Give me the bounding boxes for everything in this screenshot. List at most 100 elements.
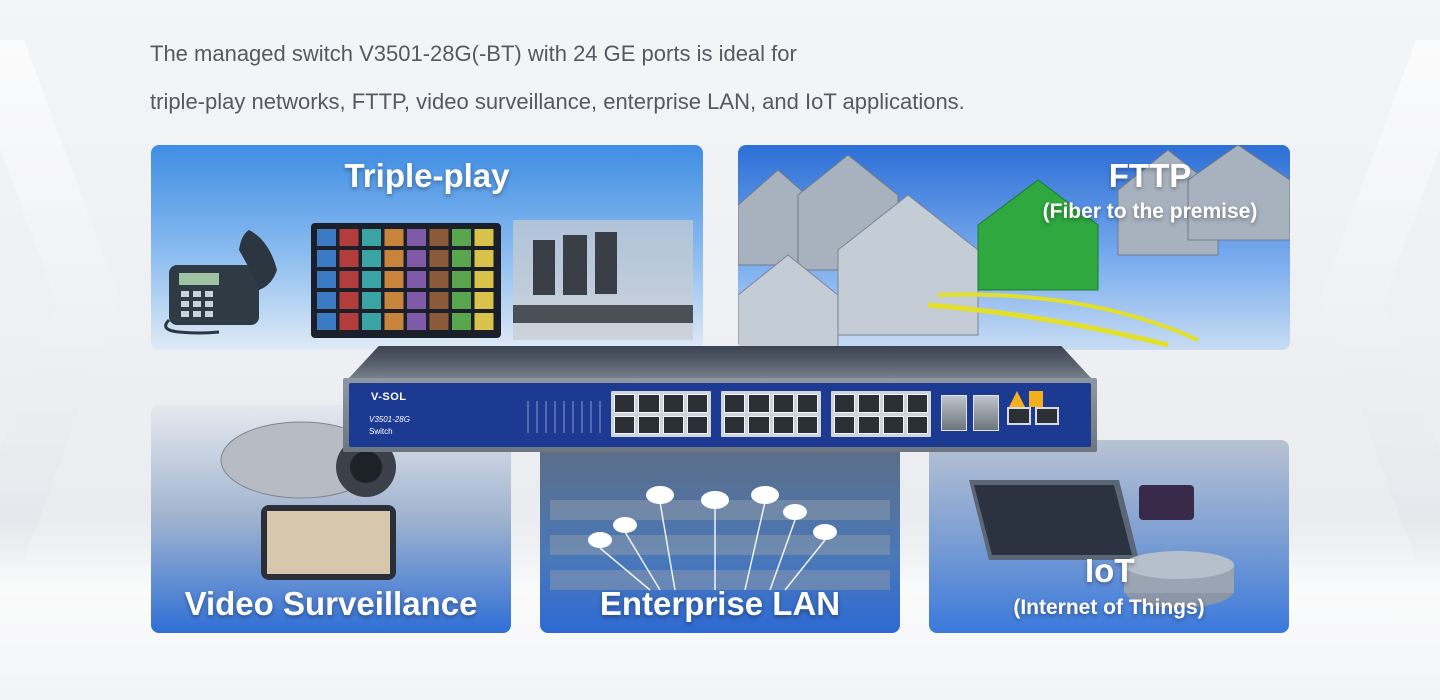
rj45-port bbox=[882, 394, 904, 413]
rj45-port bbox=[724, 394, 746, 413]
console-port bbox=[1035, 407, 1059, 425]
tv-tile bbox=[429, 313, 449, 330]
tv-tile bbox=[384, 229, 404, 246]
tv-tile bbox=[384, 292, 404, 309]
switch-top-cover bbox=[349, 346, 1091, 378]
rj45-port bbox=[686, 394, 708, 413]
cctv-camera-icon bbox=[220, 421, 396, 580]
tv-tile bbox=[474, 313, 494, 330]
houses-illustration bbox=[738, 145, 1290, 350]
tv-tile bbox=[384, 313, 404, 330]
tv-tile bbox=[362, 250, 381, 267]
console-port bbox=[1007, 407, 1031, 425]
rj45-port bbox=[834, 415, 856, 434]
tv-tile bbox=[384, 271, 404, 288]
rj45-port bbox=[638, 394, 660, 413]
fttp-card: FTTP (Fiber to the premise) bbox=[738, 145, 1290, 350]
tv-tile bbox=[452, 313, 471, 330]
tv-tile bbox=[407, 292, 426, 309]
rj45-port bbox=[834, 394, 856, 413]
iot-card: IoT (Internet of Things) bbox=[929, 440, 1289, 633]
tv-tile bbox=[339, 292, 359, 309]
tv-tile bbox=[317, 313, 336, 330]
rj45-port bbox=[724, 415, 746, 434]
enterprise-lan-card: Enterprise LAN bbox=[540, 440, 900, 633]
tv-tile bbox=[339, 229, 359, 246]
switch-port-panel: V-SOL V3501-28G Switch bbox=[349, 383, 1091, 447]
fttp-title: FTTP bbox=[1108, 157, 1192, 194]
tv-tile bbox=[452, 292, 471, 309]
laser-warning-icon bbox=[1009, 391, 1025, 407]
tv-tile bbox=[474, 292, 494, 309]
rj45-port bbox=[906, 394, 928, 413]
tv-tile bbox=[429, 271, 449, 288]
tv-tile bbox=[452, 271, 471, 288]
tv-tile bbox=[384, 250, 404, 267]
rj45-port bbox=[662, 415, 684, 434]
sfp-port bbox=[941, 395, 967, 431]
tv-tile bbox=[474, 271, 494, 288]
rj45-port bbox=[772, 394, 794, 413]
tv-tile bbox=[362, 313, 381, 330]
tv-tile bbox=[429, 292, 449, 309]
iot-title-text: IoT bbox=[1085, 552, 1135, 589]
rj45-port bbox=[638, 415, 660, 434]
tv-tile bbox=[452, 250, 471, 267]
video-surveillance-title: Video Surveillance bbox=[184, 585, 478, 622]
tv-tile bbox=[317, 271, 336, 288]
background-chevron-left bbox=[0, 40, 120, 560]
rj45-port bbox=[748, 394, 770, 413]
tv-tile bbox=[474, 250, 494, 267]
port-group-2 bbox=[721, 391, 821, 437]
tv-tile bbox=[317, 250, 336, 267]
intro-text: The managed switch V3501-28G(-BT) with 2… bbox=[150, 30, 965, 126]
rj45-port bbox=[858, 415, 880, 434]
switch-front-panel: V-SOL V3501-28G Switch bbox=[343, 378, 1097, 452]
video-surveillance-card: Video Surveillance bbox=[151, 405, 511, 633]
port-group-1 bbox=[611, 391, 711, 437]
intro-line-1: The managed switch V3501-28G(-BT) with 2… bbox=[150, 41, 797, 66]
switch-type-label: Switch bbox=[369, 427, 393, 436]
tv-tile bbox=[407, 313, 426, 330]
rj45-port bbox=[796, 415, 818, 434]
tv-tile bbox=[317, 292, 336, 309]
tv-tile bbox=[474, 229, 494, 246]
fttp-subtitle: (Fiber to the premise) bbox=[1042, 200, 1258, 223]
status-leds bbox=[527, 401, 607, 433]
rj45-port bbox=[796, 394, 818, 413]
switch-brand-logo: V-SOL bbox=[371, 391, 407, 403]
network-cloud-icon bbox=[550, 486, 890, 591]
tv-tile bbox=[362, 292, 381, 309]
managed-switch: V-SOL V3501-28G Switch bbox=[343, 346, 1097, 452]
switch-model-label: V3501-28G bbox=[369, 415, 410, 424]
tv-tile bbox=[429, 250, 449, 267]
enterprise-lan-title: Enterprise LAN bbox=[599, 585, 841, 622]
tv-tile bbox=[317, 229, 336, 246]
rj45-port bbox=[748, 415, 770, 434]
rj45-port bbox=[614, 394, 636, 413]
sfp-port bbox=[973, 395, 999, 431]
triple-play-card: Triple-play bbox=[151, 145, 703, 350]
workstation-icon bbox=[513, 220, 693, 340]
laptop-icon bbox=[969, 480, 1234, 608]
tv-tile bbox=[407, 250, 426, 267]
iot-subtitle: (Internet of Things) bbox=[1013, 596, 1205, 619]
tv-tile bbox=[452, 229, 471, 246]
background-chevron-right bbox=[1320, 40, 1440, 560]
warning-label-icon bbox=[1029, 391, 1043, 407]
rj45-port bbox=[662, 394, 684, 413]
triple-play-title: Triple-play bbox=[344, 157, 510, 194]
tv-wall-icon bbox=[311, 223, 501, 338]
intro-line-2: triple-play networks, FTTP, video survei… bbox=[150, 89, 965, 114]
rj45-port bbox=[906, 415, 928, 434]
tv-tile bbox=[429, 229, 449, 246]
tv-tile bbox=[407, 271, 426, 288]
tv-tile bbox=[362, 271, 381, 288]
telephone-icon bbox=[164, 230, 277, 335]
tv-tile bbox=[407, 229, 426, 246]
rj45-port bbox=[772, 415, 794, 434]
tv-tile bbox=[339, 313, 359, 330]
port-group-3 bbox=[831, 391, 931, 437]
tv-tile bbox=[339, 271, 359, 288]
rj45-port bbox=[614, 415, 636, 434]
